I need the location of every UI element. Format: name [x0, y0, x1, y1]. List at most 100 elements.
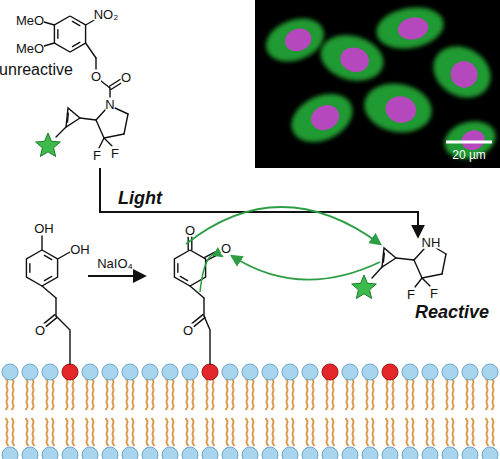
cell-body [424, 36, 500, 108]
atom-label: OH [70, 243, 90, 256]
lipid-tail [312, 418, 315, 446]
atom-label: F [430, 287, 438, 300]
chemical-bond [203, 298, 204, 316]
lipid-tail [112, 378, 114, 410]
electron-arrow [186, 207, 380, 244]
lipid-head [402, 447, 418, 459]
lipid-head [322, 447, 338, 459]
chemical-bond [422, 274, 442, 278]
cell-nucleus [446, 56, 483, 92]
lipid-tail [226, 378, 228, 410]
double-bond [192, 315, 203, 324]
lipid-head [402, 364, 418, 380]
lipid-tail [126, 378, 128, 410]
chemical-bond [436, 248, 446, 254]
lipid-tail [186, 418, 189, 446]
atom-label: O [91, 70, 101, 83]
lipid-head [302, 447, 318, 459]
lipid-tail [146, 378, 148, 410]
lipid-head [262, 364, 278, 380]
lipid-tail [172, 418, 175, 446]
atom-label: OH [34, 222, 54, 235]
electron-arrow [200, 254, 222, 292]
lipid-tail [92, 418, 95, 446]
lipid-tail [106, 418, 109, 446]
lipid-tail [366, 418, 369, 446]
double-bond [46, 317, 57, 326]
catechol-lipid [26, 236, 70, 364]
chemical-bond [95, 58, 96, 70]
lipid-tail [132, 378, 134, 410]
chemical-bond [44, 43, 54, 46]
lipid-head [22, 447, 38, 459]
cell-body [373, 2, 447, 53]
lipid-head [82, 364, 98, 380]
fluorophore-star [352, 275, 377, 299]
chemical-bond [109, 88, 110, 98]
double-bond-line [72, 21, 79, 25]
lipid-head [362, 364, 378, 380]
lipid-tail [332, 418, 335, 446]
lipid-tail [486, 378, 488, 410]
cell-nucleus [338, 44, 372, 75]
lipid-head [242, 447, 258, 459]
cell-group [260, 2, 500, 164]
chemical-bond [66, 108, 80, 127]
atom-label: O [221, 242, 231, 255]
lipid-head [162, 447, 178, 459]
chemical-bond [56, 316, 70, 364]
double-bond-line [180, 276, 187, 280]
lipid-tail [326, 418, 329, 446]
cell-nucleus [307, 101, 343, 135]
lipid-tail [46, 378, 48, 410]
lipid-tail [366, 378, 368, 410]
lipid-tail [392, 378, 394, 410]
lipid-head [462, 364, 478, 380]
atom-label: F [111, 147, 119, 160]
lipid-tail [272, 418, 275, 446]
lipid-head [2, 364, 18, 380]
atom-label: F [407, 288, 415, 301]
lipid-tail [492, 378, 494, 410]
lipid-tail [332, 378, 334, 410]
chemical-bond [414, 249, 424, 260]
lipid-tail [26, 418, 29, 446]
lipid-tail [206, 378, 208, 410]
atom-label: MeO [16, 42, 44, 55]
lipid-tail [106, 378, 108, 410]
scale-bar [446, 141, 492, 144]
lipid-tail [92, 378, 94, 410]
lipid-tail [312, 378, 314, 410]
lipid-tail [152, 418, 155, 446]
atom-label: NH [422, 236, 441, 249]
lipid-head [222, 364, 238, 380]
lipid-head [2, 447, 18, 459]
chemical-bond [86, 43, 96, 58]
lipid-tail [412, 378, 414, 410]
double-bond-line [383, 253, 385, 262]
lipid-tail [426, 418, 429, 446]
cell-body [360, 78, 435, 137]
chemical-bond [422, 278, 430, 286]
double-bond [109, 79, 120, 86]
lipid-tail [372, 378, 374, 410]
lipid-tail [286, 378, 288, 410]
cell-body [315, 28, 388, 87]
lipid-tail [432, 418, 435, 446]
lipid-tail [246, 418, 249, 446]
lipid-tail [232, 418, 235, 446]
quinone-lipid [174, 237, 219, 364]
cell-nucleus [282, 25, 315, 55]
chemical-bond [104, 138, 112, 146]
lipid-head [102, 364, 118, 380]
lipid-head [22, 364, 38, 380]
lipid-tail [32, 418, 35, 446]
lipid-head [442, 447, 458, 459]
lipid-tail [126, 418, 129, 446]
lipid-tail [26, 378, 28, 410]
reagent-label: Light [118, 189, 162, 207]
lipid-head [122, 364, 138, 380]
lipid-tail [66, 378, 68, 410]
